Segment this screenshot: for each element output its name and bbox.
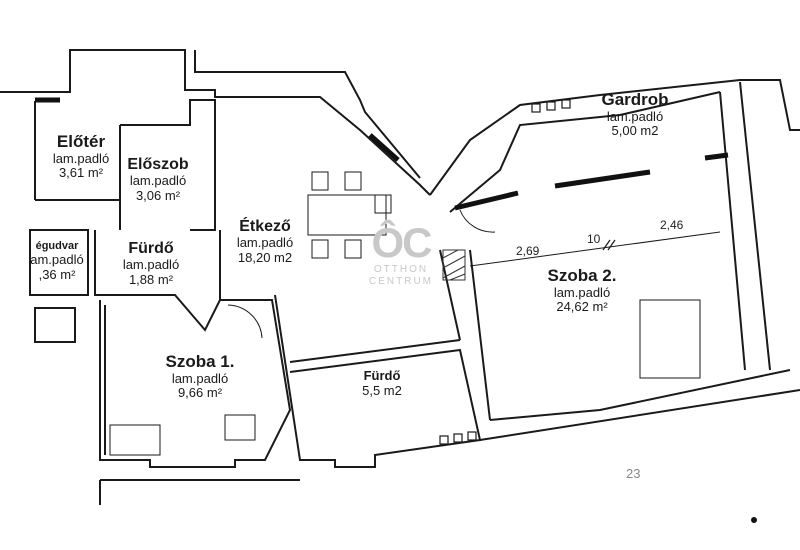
wall-top-left: [0, 49, 431, 196]
dimension-label: 2,69: [516, 244, 540, 258]
room-gardrob: Gardrob lam.padló 5,00 m2: [585, 90, 685, 139]
wall-top-left-inner: [194, 50, 421, 179]
table-etkezo: [307, 194, 387, 236]
door-arc: [227, 304, 263, 339]
wall-eloszoba: [120, 99, 216, 231]
room-name: Előtér: [56, 132, 106, 151]
wall-szoba2-bottom: [489, 369, 791, 421]
room-name: Szoba 2.: [547, 266, 617, 285]
room-name: Szoba 1.: [165, 352, 235, 371]
room-area: 1,88 m²: [128, 272, 174, 288]
room-area: 24,62 m²: [556, 299, 608, 315]
bed-szoba2: [639, 299, 701, 379]
wall-kitchen-counter: [289, 339, 461, 363]
window-square: [453, 433, 463, 443]
handwritten-annotation: 23: [626, 466, 641, 481]
window-square: [546, 101, 556, 111]
window-square: [531, 103, 541, 113]
room-area: 3,61 m²: [58, 165, 104, 181]
room-area: 5,00 m2: [611, 123, 659, 139]
room-floor: lam.padló: [171, 370, 229, 386]
room-floor: lam.padló: [236, 235, 294, 251]
room-area: 5,5 m2: [362, 382, 402, 398]
wall-szoba1-left: [99, 299, 292, 468]
room-eloter: Előtér lam.padló 3,61 m²: [34, 132, 128, 181]
logo-line1: OTTHON: [373, 264, 429, 275]
window-square: [439, 435, 449, 445]
room-furdo1: Fürdő lam.padló 1,88 m²: [106, 240, 196, 288]
logo-mark: ÔC: [371, 219, 433, 266]
window-square: [561, 99, 571, 109]
room-floor: lam.padló: [122, 257, 180, 273]
cabinet-szoba1: [109, 424, 161, 456]
chair: [344, 239, 362, 259]
room-area: ,36 m²: [38, 266, 76, 282]
door-arc: [459, 209, 496, 233]
room-floor: lam.padló: [129, 173, 187, 189]
room-name: Előszob: [127, 156, 189, 173]
room-etkezo: Étkező lam.padló 18,20 m2: [215, 218, 315, 266]
chair: [311, 239, 329, 259]
room-name: Fürdő: [128, 240, 174, 257]
thick-wall: [554, 169, 651, 189]
room-name: égudvar: [35, 240, 79, 252]
wall-outer-right: [429, 79, 800, 196]
dimension-label: 10: [587, 232, 601, 246]
logo-line2: CENTRUM: [369, 276, 433, 287]
hatched-column: [442, 249, 466, 281]
room-name: Étkező: [239, 218, 291, 235]
thick-wall: [368, 133, 400, 162]
thick-wall: [454, 190, 519, 211]
wall-bottom-right: [479, 389, 800, 441]
wall-right-vertical: [719, 91, 746, 371]
dot-mark: [751, 517, 757, 523]
wall-furdo1: [94, 230, 221, 332]
desk-szoba1: [224, 414, 256, 441]
room-floor: am.padló: [30, 251, 84, 267]
wall-small-rect: [34, 307, 76, 343]
dimension-label: 2,46: [660, 218, 684, 232]
room-floor: lam.padló: [553, 284, 611, 300]
chair: [311, 171, 329, 191]
room-area: 18,20 m2: [237, 250, 293, 266]
room-fenyudvar: égudvar am.padló ,36 m²: [28, 240, 86, 283]
window-square: [467, 431, 477, 441]
otthon-centrum-logo: ÔC OTTHON CENTRUM: [360, 222, 442, 288]
room-name: Gardrob: [601, 90, 669, 109]
room-szoba1: Szoba 1. lam.padló 9,66 m²: [148, 352, 252, 401]
dimension-line: [469, 231, 721, 267]
wall-furdo2: [274, 294, 482, 468]
chair: [374, 194, 392, 214]
room-area: 9,66 m²: [177, 385, 223, 401]
chair: [344, 171, 362, 191]
wall-szoba2-left: [469, 249, 491, 421]
room-furdo2: Fürdő 5,5 m2: [340, 368, 424, 399]
thick-wall: [704, 152, 729, 161]
room-area: 3,06 m²: [135, 188, 181, 204]
wall-right-outer-vertical: [739, 81, 771, 371]
room-floor: lam.padló: [606, 108, 664, 124]
room-szoba2: Szoba 2. lam.padló 24,62 m²: [530, 266, 634, 315]
room-floor: lam.padló: [52, 150, 110, 166]
wall-inner-right: [449, 91, 721, 213]
room-eloszoba: Előszob lam.padló 3,06 m²: [118, 156, 198, 204]
room-name: Fürdő: [363, 368, 401, 383]
wall-fenyudvar: [29, 229, 89, 296]
